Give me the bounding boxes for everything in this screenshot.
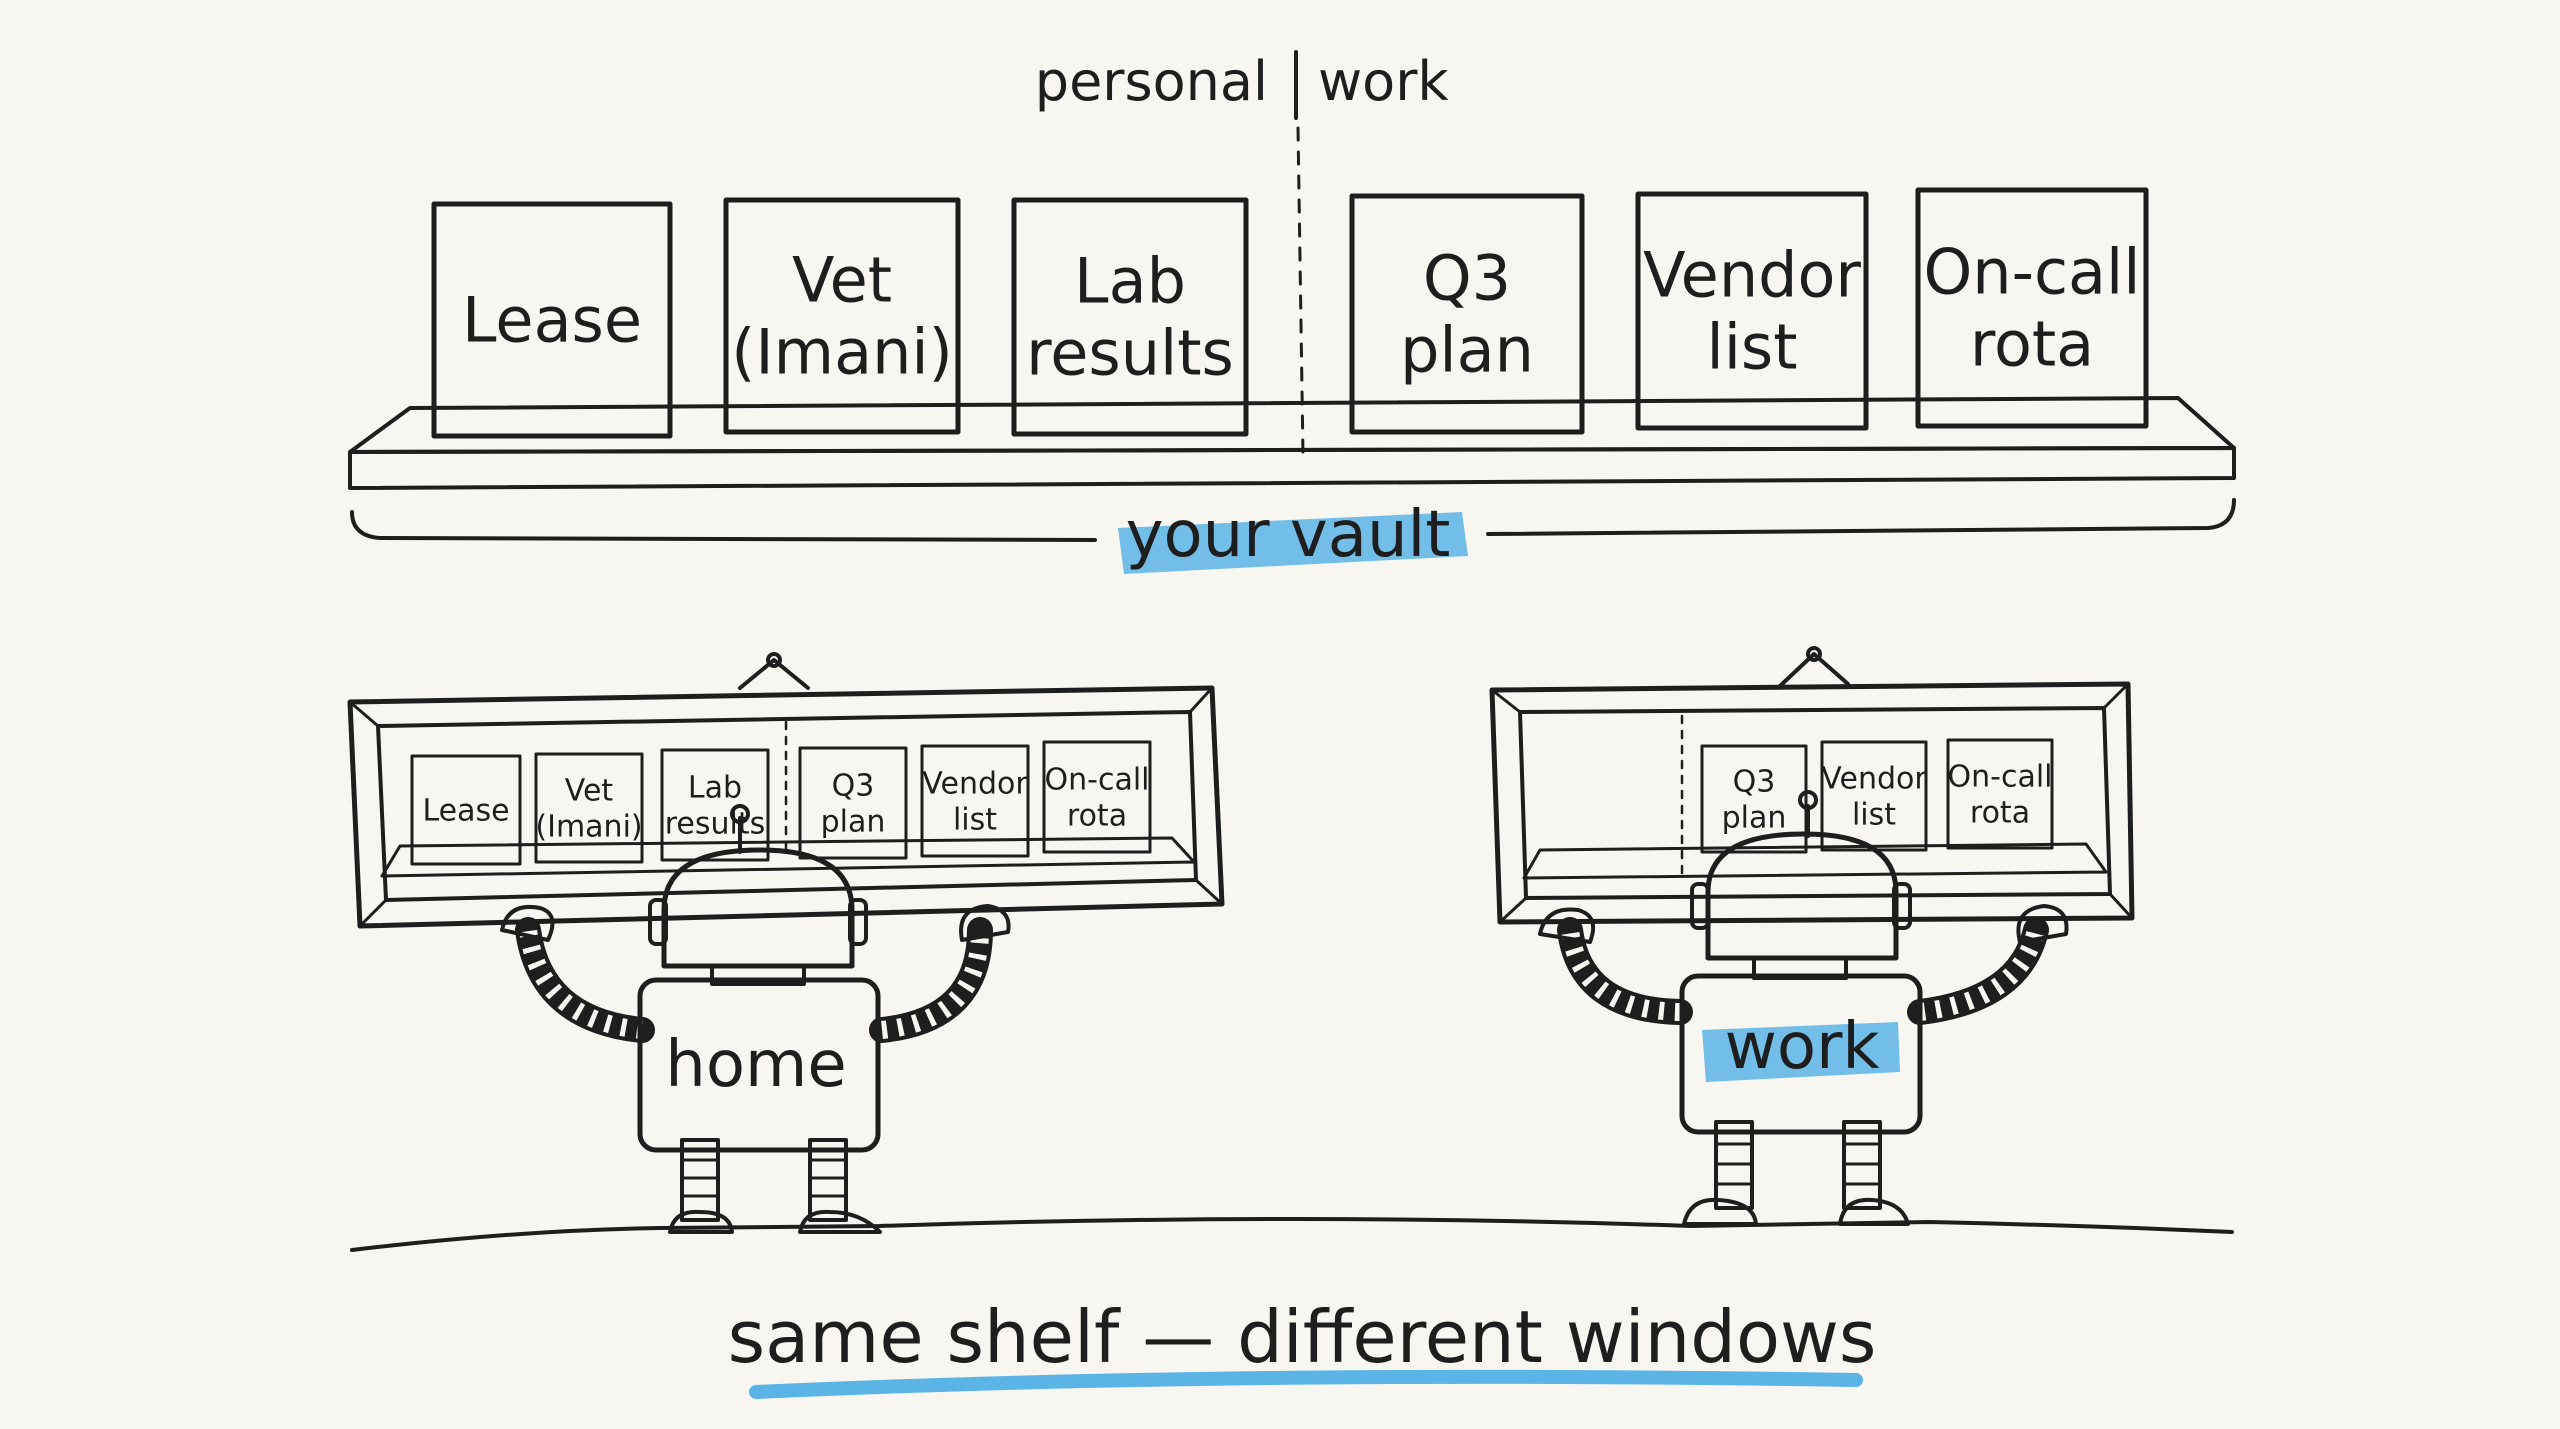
vault-brace xyxy=(350,498,2236,542)
work-label-highlight xyxy=(1702,1022,1900,1082)
home-robot-arms xyxy=(500,904,1011,1043)
section-header: personal work xyxy=(1035,50,1449,457)
home-card-0-line-0: Lease xyxy=(422,794,509,829)
work-card-1-line-1: list xyxy=(1852,798,1896,833)
vault-card-3-line-0: Q3 xyxy=(1423,242,1511,315)
work-robot-label: work xyxy=(1725,1010,1880,1084)
ground-line xyxy=(350,1217,2234,1252)
home-card-3-line-0: Q3 xyxy=(832,769,875,804)
home-mini-shelf xyxy=(380,836,1196,878)
home-window-cards: LeaseVet(Imani)LabresultsQ3planVendorlis… xyxy=(410,740,1152,866)
home-robot-label: home xyxy=(665,1028,846,1102)
home-card-5-line-1: rota xyxy=(1067,799,1127,834)
work-robot: work xyxy=(1538,831,2069,1226)
work-card-1-line-0: Vendor xyxy=(1821,762,1927,797)
vault-card-4-line-1: list xyxy=(1706,311,1797,384)
home-card-1-line-1: (Imani) xyxy=(535,810,642,845)
vault-card-5-line-1: rota xyxy=(1970,308,2094,381)
vault-card-0: Lease xyxy=(431,201,673,439)
vault-card-2-line-0: Lab xyxy=(1074,245,1186,318)
caption: same shelf — different windows xyxy=(728,1295,1877,1379)
caption-underline xyxy=(749,1369,1863,1399)
vault-card-5-line-0: On-call xyxy=(1924,236,2141,309)
home-card-4-line-1: list xyxy=(953,803,997,838)
vault-label-highlight xyxy=(1118,512,1468,574)
home-card-3-line-1: plan xyxy=(821,805,886,840)
dashed-divider xyxy=(1296,126,1305,457)
home-robot: home xyxy=(500,847,1011,1234)
work-card-0-line-1: plan xyxy=(1722,801,1787,836)
vault-card-3-line-1: plan xyxy=(1400,314,1534,387)
work-card-0-line-0: Q3 xyxy=(1733,765,1776,800)
vault-card-2-line-1: results xyxy=(1026,317,1234,390)
home-robot-body xyxy=(637,977,881,1153)
home-window: LeaseVet(Imani)LabresultsQ3planVendorlis… xyxy=(347,652,1225,929)
personal-label: personal xyxy=(1035,50,1268,113)
home-card-1-line-0: Vet xyxy=(565,774,614,809)
work-label: work xyxy=(1318,50,1449,113)
work-mini-shelf xyxy=(1522,842,2108,880)
home-card-2-line-1: results xyxy=(665,807,766,842)
work-card-2-line-1: rota xyxy=(1970,796,2030,831)
work-window-frame xyxy=(1489,681,2135,925)
vault-label: your vault xyxy=(1126,498,1451,572)
vault-cards: LeaseVet(Imani)LabresultsQ3planVendorlis… xyxy=(431,187,2149,439)
home-card-1: Vet(Imani) xyxy=(534,752,644,864)
home-card-4-line-0: Vendor xyxy=(922,767,1028,802)
vault-card-1: Vet(Imani) xyxy=(723,197,961,435)
shelf-front xyxy=(348,446,2236,490)
home-card-2-line-0: Lab xyxy=(688,771,742,806)
work-robot-legs xyxy=(1682,1120,1910,1226)
vault-card-1-line-0: Vet xyxy=(792,244,892,317)
home-card-5-line-0: On-call xyxy=(1045,763,1150,798)
home-robot-legs xyxy=(668,1138,882,1234)
vault-card-1-line-1: (Imani) xyxy=(731,316,953,389)
vault-card-0-line-0: Lease xyxy=(462,284,642,357)
work-card-2-line-0: On-call xyxy=(1948,760,2053,795)
home-card-0: Lease xyxy=(410,754,522,866)
vault-card-4-line-0: Vendor xyxy=(1643,239,1861,312)
vault-shelf: LeaseVet(Imani)LabresultsQ3planVendorlis… xyxy=(348,187,2236,574)
